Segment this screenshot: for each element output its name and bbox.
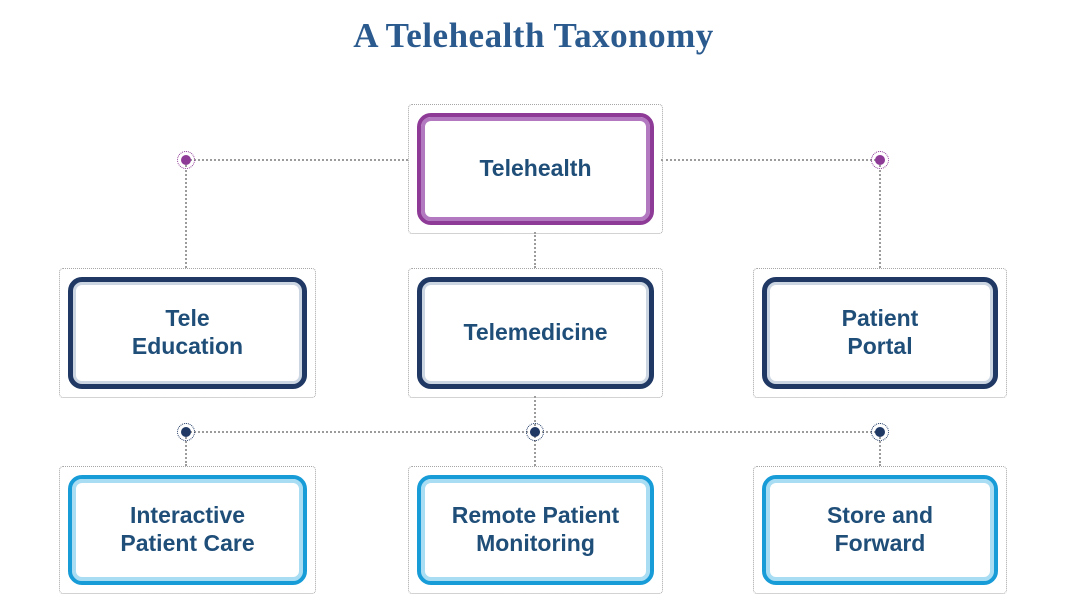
node-interactive-patient-care: Interactive Patient Care — [68, 475, 307, 585]
node-store-and-forward: Store and Forward — [762, 475, 998, 585]
node-tele-education: Tele Education — [68, 277, 307, 389]
node-telemedicine: Telemedicine — [417, 277, 654, 389]
connector-top-left-horizontal — [190, 159, 408, 161]
node-slot-patient-portal: Patient Portal — [753, 268, 1007, 398]
junction-dot-top-left — [177, 151, 195, 169]
node-label-line: Education — [131, 333, 244, 359]
node-slot-telehealth: Telehealth — [408, 104, 663, 234]
node-label-line: Telehealth — [479, 155, 592, 182]
junction-dot-top-right — [871, 151, 889, 169]
junction-dot-bottom-center — [526, 423, 544, 441]
node-slot-remote-patient-monitoring: Remote Patient Monitoring — [408, 466, 663, 594]
node-label-line: Patient Care — [120, 530, 255, 556]
node-label-line: Monitoring — [476, 530, 595, 556]
node-slot-telemedicine: Telemedicine — [408, 268, 663, 398]
node-label-line: Store and — [826, 502, 934, 529]
node-label-line: Forward — [834, 530, 926, 556]
node-label-line: Patient — [841, 305, 919, 332]
node-slot-interactive-patient-care: Interactive Patient Care — [59, 466, 316, 594]
node-label-line: Remote Patient — [451, 502, 620, 529]
node-remote-patient-monitoring: Remote Patient Monitoring — [417, 475, 654, 585]
connector-top-right-horizontal — [661, 159, 880, 161]
node-label-line: Telemedicine — [463, 319, 608, 346]
node-label-line: Interactive — [129, 502, 246, 529]
connector-to-interactive-patient-care — [185, 434, 187, 466]
node-telehealth: Telehealth — [417, 113, 654, 225]
connector-to-tele-education — [185, 165, 187, 268]
node-patient-portal: Patient Portal — [762, 277, 998, 389]
diagram-title: A Telehealth Taxonomy — [353, 16, 714, 55]
connector-root-to-telemedicine — [534, 232, 536, 268]
connector-to-store-and-forward — [879, 434, 881, 466]
junction-dot-bottom-left — [177, 423, 195, 441]
connector-to-patient-portal — [879, 165, 881, 268]
node-label-line: Tele — [165, 305, 210, 332]
junction-dot-bottom-right — [871, 423, 889, 441]
node-slot-tele-education: Tele Education — [59, 268, 316, 398]
node-label-line: Portal — [847, 333, 913, 359]
node-slot-store-and-forward: Store and Forward — [753, 466, 1007, 594]
